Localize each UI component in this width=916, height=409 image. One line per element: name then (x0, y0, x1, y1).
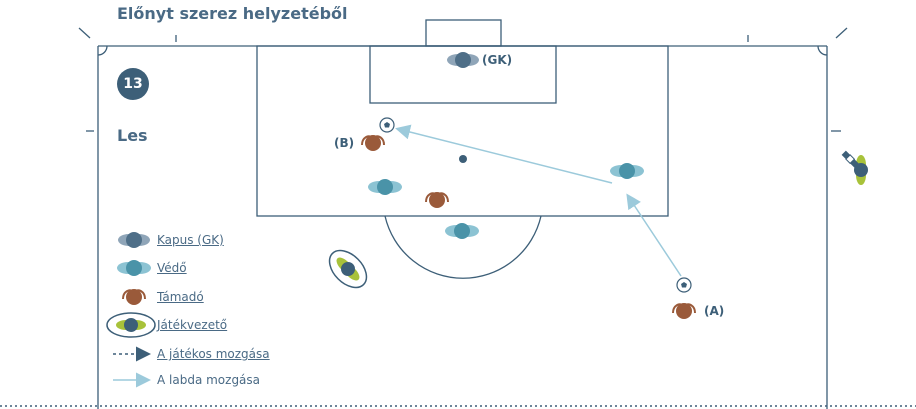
penalty-arc (384, 215, 542, 279)
ball-cross-arrow (626, 193, 682, 277)
corner-arc-right (817, 45, 828, 56)
legend-goalkeeper[interactable]: Kapus (GK) (157, 233, 224, 247)
legend-ball-movement: A labda mozgása (157, 373, 261, 387)
assistant-referee-icon (854, 155, 868, 185)
attacker-icon (361, 135, 385, 151)
goalkeeper-icon (118, 232, 150, 248)
defender-icon (368, 179, 402, 195)
defender-icon (445, 223, 479, 239)
pitch-lines (78, 19, 848, 409)
ball-pass-arrow (395, 124, 613, 184)
rule-title: Les (117, 126, 148, 145)
goal (425, 19, 502, 47)
penalty-spot (459, 155, 467, 163)
flag-icon (841, 150, 859, 168)
legend-defender[interactable]: Védő (157, 261, 187, 275)
page-title: Előnyt szerez helyzetéből (117, 4, 348, 23)
goalkeeper-icon (447, 52, 479, 68)
corner-arc-left (97, 45, 108, 56)
scenario-number-badge: 13 (117, 68, 149, 100)
corner-flag-left (78, 27, 91, 39)
corner-flag-right (835, 27, 848, 39)
soccer-ball-icon (676, 277, 692, 293)
defender-icon (117, 260, 151, 276)
penalty-area (256, 45, 669, 217)
attacker-a-label: (A) (704, 304, 725, 318)
attacker-icon (672, 303, 696, 319)
goalkeeper-label: (GK) (482, 53, 513, 67)
defender-icon (610, 163, 644, 179)
attacker-icon (122, 289, 146, 305)
attacker-icon (425, 192, 449, 208)
soccer-ball-icon (379, 117, 395, 133)
legend-attacker[interactable]: Támadó (157, 290, 204, 304)
legend-player-movement[interactable]: A játékos mozgása (157, 347, 270, 361)
playmaker-icon (106, 312, 156, 338)
attacker-b-label: (B) (334, 136, 355, 150)
legend-playmaker[interactable]: Játékvezető (157, 318, 228, 332)
playmaker-icon (328, 249, 368, 289)
